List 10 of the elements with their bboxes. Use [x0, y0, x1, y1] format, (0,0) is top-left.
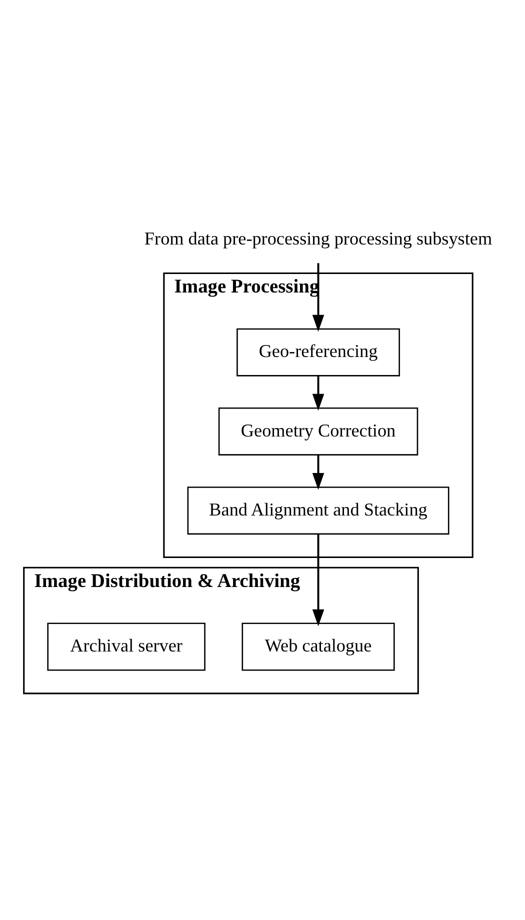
arrow: [312, 454, 324, 490]
node-text: From data pre-processing processing subsystem: [144, 228, 492, 248]
node-box: Web catalogue: [242, 622, 395, 671]
arrow: [312, 376, 324, 411]
arrow: [312, 263, 324, 332]
node-box: Geo-referencing: [236, 328, 400, 376]
arrow: [312, 534, 324, 626]
node-box: Geometry Correction: [218, 407, 418, 456]
node-box: Band Alignment and Stacking: [187, 486, 450, 535]
node-box: Archival server: [47, 622, 206, 671]
